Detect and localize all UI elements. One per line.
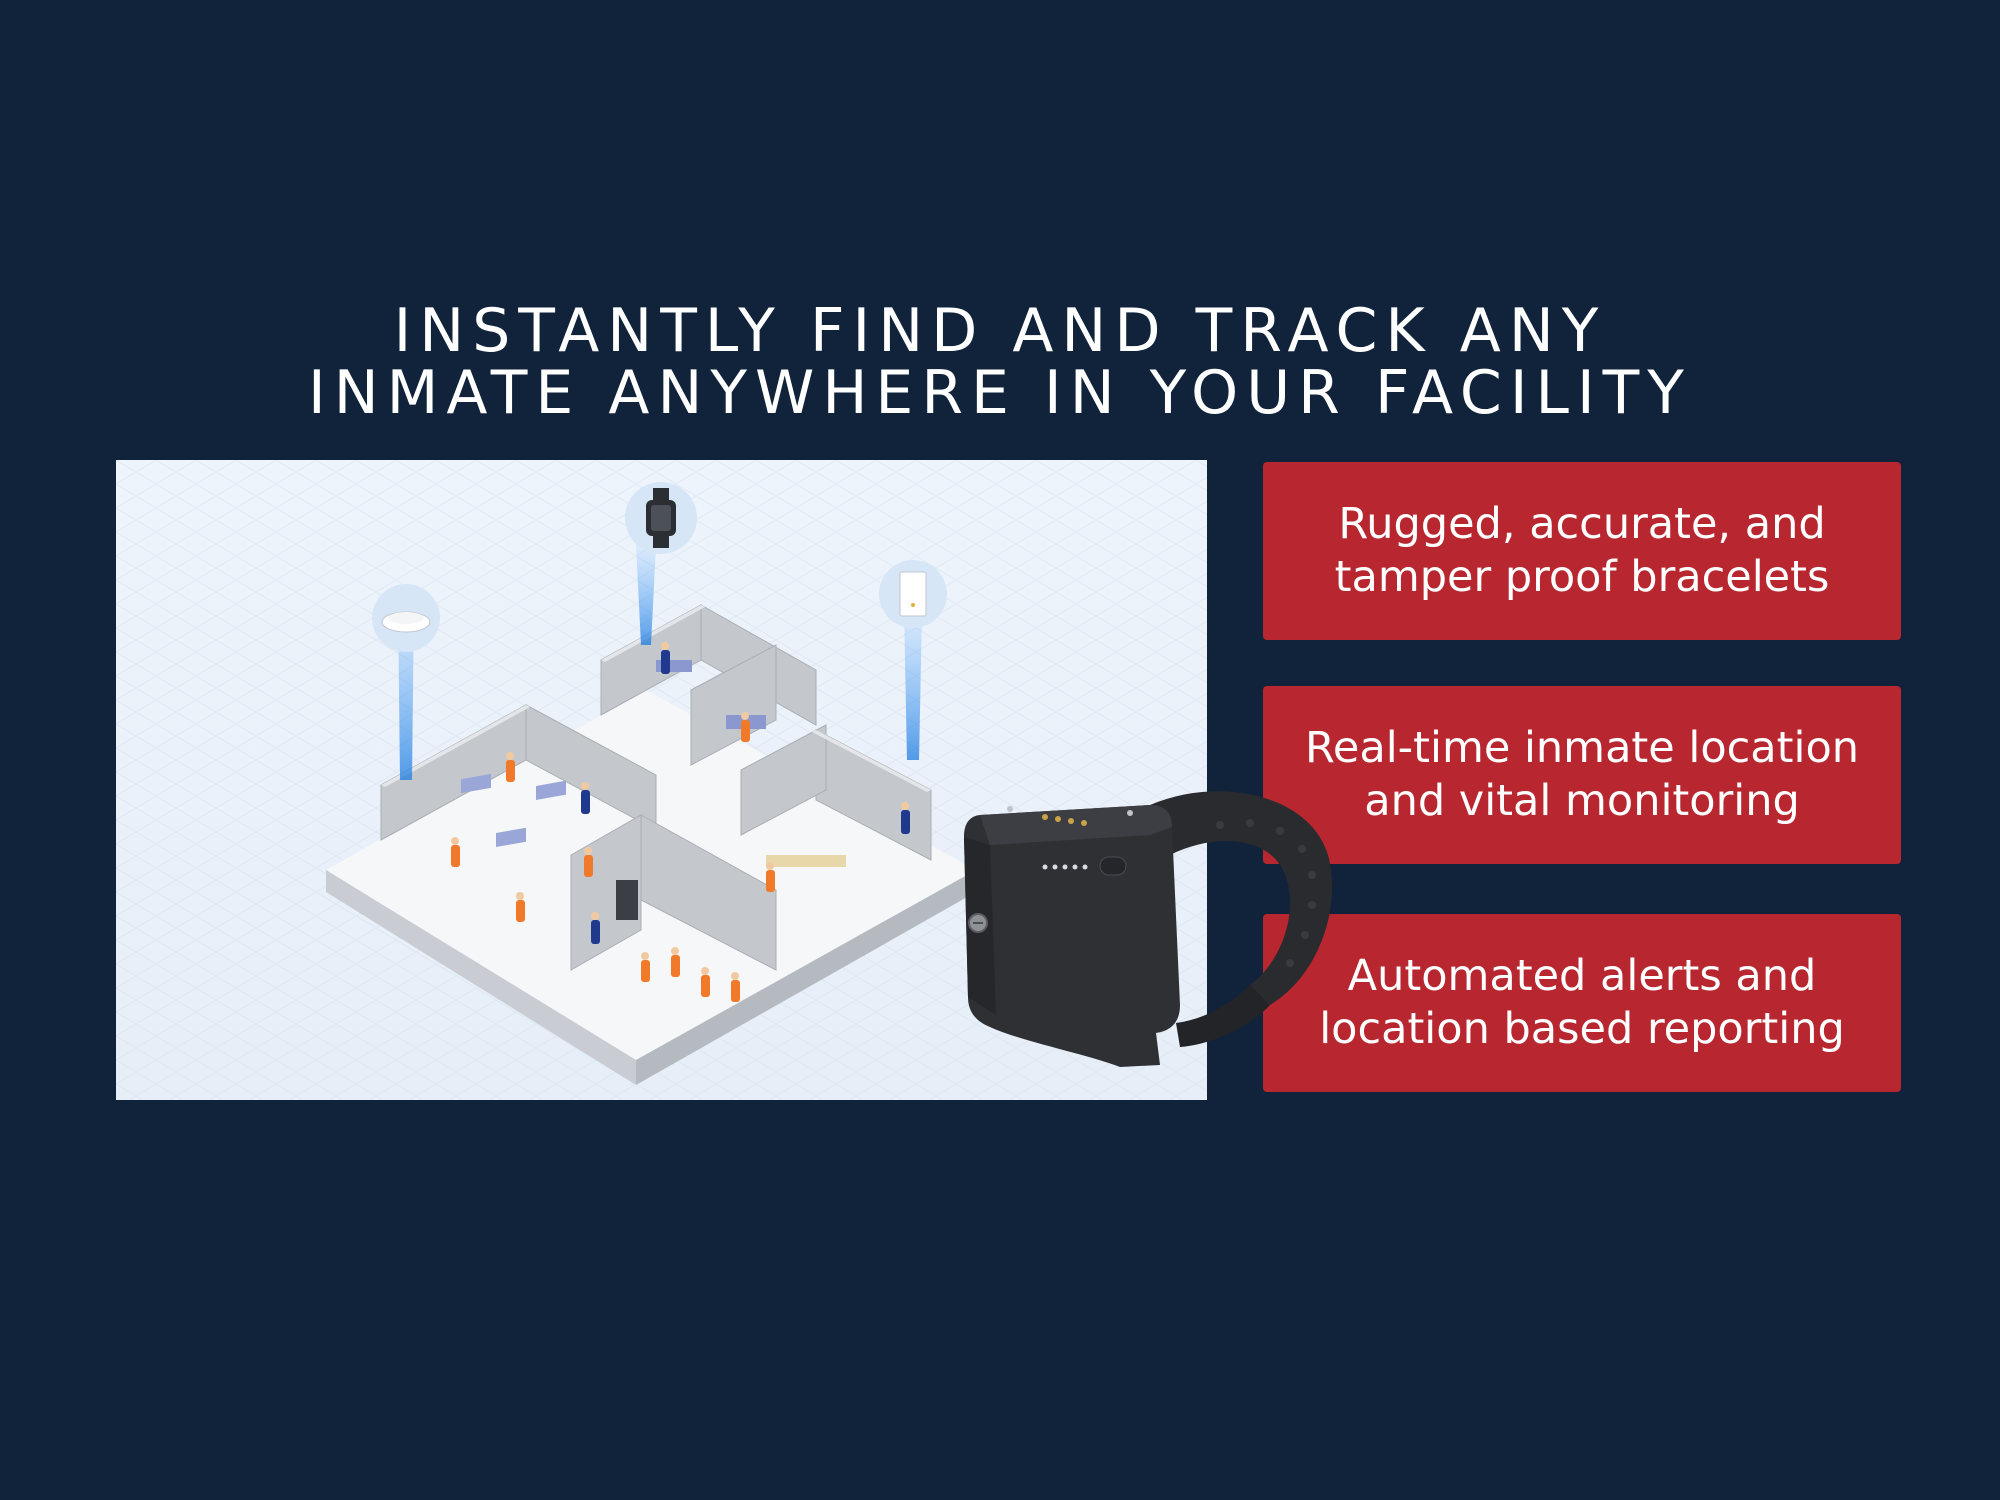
- page-title: INSTANTLY FIND AND TRACK ANY INMATE ANYW…: [0, 300, 2000, 424]
- feature-card-alerts: Automated alerts and location based repo…: [1263, 914, 1901, 1092]
- ankle-bracelet-icon: [950, 765, 1340, 1085]
- room-wall-tops: [381, 605, 931, 792]
- facility-illustration: [116, 460, 1207, 1100]
- wall-beacon-icon: [879, 560, 947, 628]
- feature-1-line-1: Rugged, accurate, and: [1338, 499, 1826, 549]
- people: [451, 642, 910, 1002]
- smartwatch-icon: [625, 482, 697, 554]
- headline-line-2: INMATE ANYWHERE IN YOUR FACILITY: [308, 358, 1692, 428]
- room-walls: [380, 604, 932, 971]
- feature-card-bracelets: Rugged, accurate, and tamper proof brace…: [1263, 462, 1901, 640]
- feature-3-line-2: location based reporting: [1319, 1004, 1845, 1054]
- feature-3-line-1: Automated alerts and: [1347, 951, 1817, 1001]
- headline-line-1: INSTANTLY FIND AND TRACK ANY: [393, 296, 1607, 366]
- ceiling-sensor-icon: [372, 584, 440, 652]
- feature-2-line-1: Real-time inmate location: [1304, 723, 1860, 773]
- feature-2-line-2: and vital monitoring: [1364, 776, 1800, 826]
- facility-isometric-diagram: [116, 460, 1207, 1100]
- feature-1-line-2: tamper proof bracelets: [1334, 552, 1830, 602]
- feature-card-monitoring: Real-time inmate location and vital moni…: [1263, 686, 1901, 864]
